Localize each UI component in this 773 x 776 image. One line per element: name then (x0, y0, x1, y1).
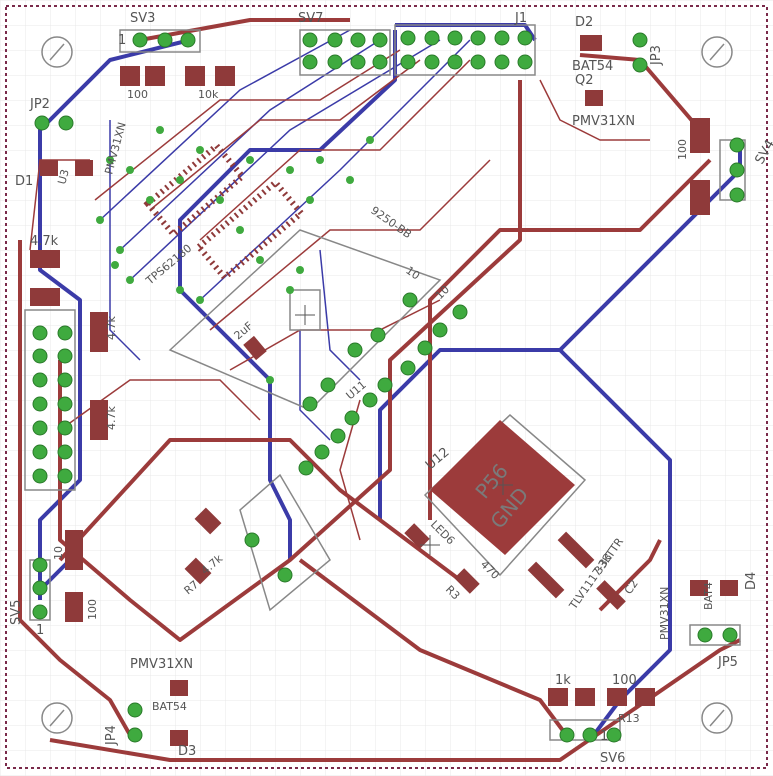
label-jp2: JP2 (29, 97, 50, 112)
label-pmv-top: PMV31XN (572, 114, 635, 129)
label-pmv-right: PMV31XN (658, 587, 671, 640)
label-u3: U3 (55, 168, 71, 186)
label-bat-bottom: BAT54 (152, 700, 187, 713)
label-d4: D4 (744, 572, 759, 590)
label-sv6: SV6 (600, 751, 625, 766)
vias (96, 126, 374, 384)
label-pin1-b: 1 (36, 623, 44, 638)
smd-pads (30, 35, 738, 746)
label-r100-top: 100 (127, 88, 148, 101)
label-sv5: SV5 (9, 600, 24, 625)
label-bat4: BAT4 (702, 582, 715, 610)
through-hole-pads (32, 30, 745, 743)
top-copper-traces (18, 18, 741, 762)
label-jp5: JP5 (717, 655, 738, 670)
label-r4k7-mid: 4.7k (105, 316, 118, 340)
label-pmv-bottom: PMV31XN (130, 657, 193, 672)
board-outline (5, 5, 768, 769)
label-bat54: BAT54 (572, 59, 613, 74)
label-sv7: SV7 (298, 11, 323, 26)
label-r1k: 1k (555, 673, 571, 688)
label-r100-br: 100 (612, 673, 637, 688)
label-jp3: JP3 (649, 45, 664, 66)
label-r10k-top: 10k (198, 88, 219, 101)
label-d2: D2 (575, 15, 593, 30)
label-d3: D3 (178, 744, 196, 759)
mounting-holes (41, 36, 733, 734)
label-jp4: JP4 (104, 725, 119, 746)
ic-fine-pitch-pads (143, 141, 306, 282)
label-r4k7-mid2: 4.7k (105, 406, 118, 430)
label-r100-left: 100 (86, 599, 99, 620)
label-q2: Q2 (575, 73, 594, 88)
label-pin1-c: 1 (600, 729, 608, 744)
label-r10-left: 10 (52, 546, 65, 560)
bottom-copper-thin-traces (99, 29, 471, 441)
label-pin1-a: 1 (118, 33, 126, 48)
label-j1: J1 (514, 11, 527, 26)
label-d1: D1 (15, 174, 33, 189)
label-sv3-top: SV3 (130, 11, 155, 26)
label-r100-right: 100 (676, 139, 689, 160)
label-r13: R13 (618, 712, 640, 725)
origin-markers (295, 305, 513, 555)
label-r47k: 4.7k (30, 234, 59, 249)
